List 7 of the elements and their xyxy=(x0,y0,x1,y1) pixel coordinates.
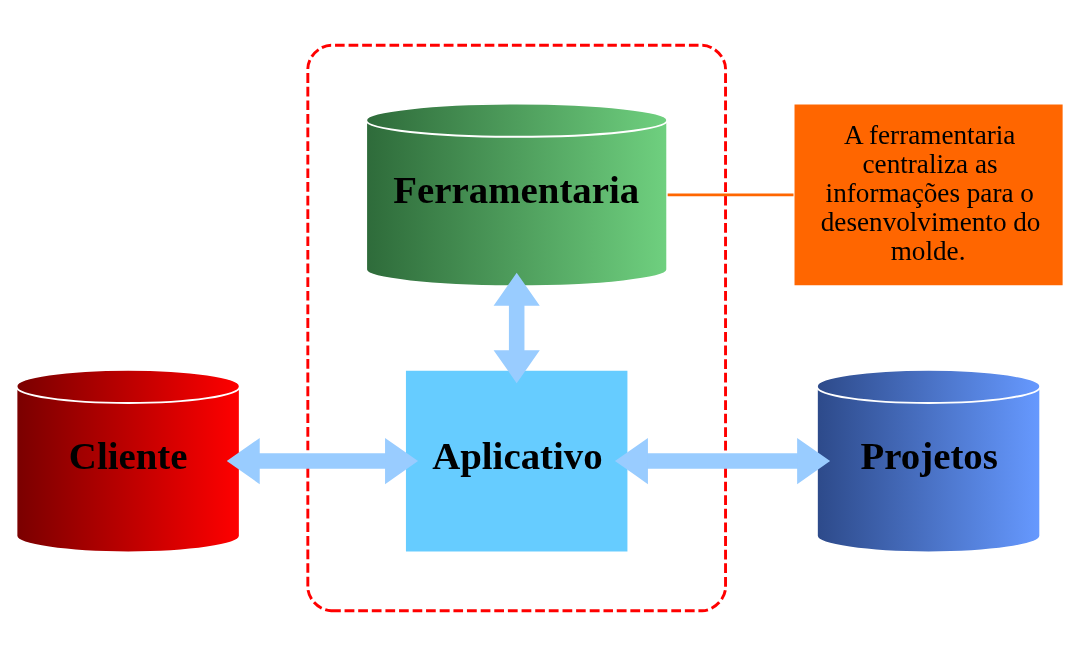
node-box: A ferramentaria centraliza as informações para o desenvolvimento do molde. xyxy=(792,102,1065,287)
node-box: Aplicativo xyxy=(404,368,630,553)
arrow xyxy=(226,437,419,484)
arrow xyxy=(493,272,540,383)
connector xyxy=(667,192,794,196)
arrow xyxy=(614,437,831,484)
cluster xyxy=(306,43,727,612)
